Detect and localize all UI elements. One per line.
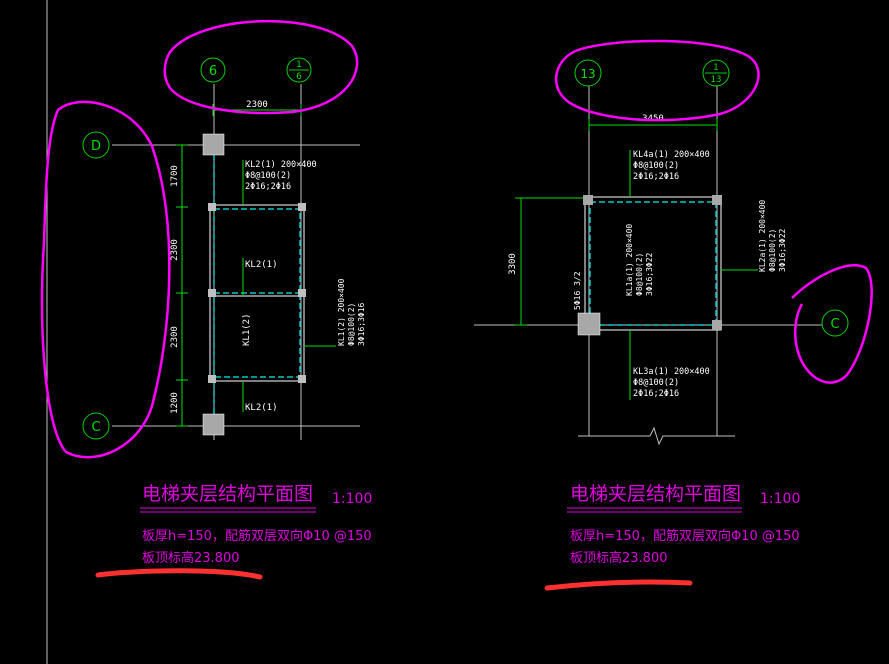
markup-ellipse-right-c [791,264,873,384]
dim-text-3300: 3300 [508,253,518,275]
dim-text-1700: 1700 [170,165,180,187]
beam-text: Φ8@100(2) [347,303,356,346]
axis-label-13: 13 [580,67,595,81]
beam-text: KL2a(1) 200×400 [758,200,767,272]
axis-bubble-c-right: C [821,309,849,337]
axis-label-1-13-den: 13 [711,75,722,85]
dim-chain-left: 1700 2300 2300 1200 [170,144,188,427]
column-c6 [202,413,225,436]
axis-bubble-d: D [82,131,110,159]
right-plan: 13 1 13 C 3450 3300 [474,59,849,566]
markup-underline-right [544,579,693,591]
markup-ellipse-left-top [163,19,359,115]
note-slab-right: 板厚h=150，配筋双层双向Φ10 @150 [570,528,800,544]
beam-text: 2Φ16;2Φ16 [633,172,679,182]
note-elevation-left: 板顶标高23.800 [142,550,240,566]
axis-label-1-13-num: 1 [713,63,718,73]
beam-text: KL3a(1) 200×400 [633,367,710,377]
beam-text: 2Φ16;2Φ16 [245,182,291,192]
scale-right: 1:100 [760,491,800,507]
beam-text: KL2(1) 200×400 [245,160,317,170]
beam-text: 3Φ16;3Φ22 [645,252,654,296]
beam-annotation-left-top: KL2(1) 200×400 Φ8@100(2) 2Φ16;2Φ16 [242,160,317,205]
note-elevation-right: 板顶标高23.800 [570,550,668,566]
beam-text: 3Φ16;3Φ16 [357,302,366,346]
beam-label-mid: KL2(1) [245,260,278,270]
axis-bubble-c-left: C [82,412,110,440]
beam-text: 2Φ16;2Φ16 [633,389,679,399]
markup-underline-left [95,568,263,580]
beam-text: Φ8@100(2) [245,171,291,181]
axis-label-6: 6 [209,64,217,79]
axis-label-1-6-den: 6 [296,72,302,82]
beam-text: Φ8@100(2) [768,229,777,272]
break-line [578,426,735,446]
axis-label-1-6-num: 1 [296,60,302,70]
beam-text: KL1(2) 200×400 [337,278,346,346]
beam-label-bottom: KL2(1) [245,403,278,413]
elevator-shaft-left [202,133,306,436]
beam-annotation-right-center: KL1a(1) 200×400 Φ8@100(2) 3Φ16;3Φ22 [625,224,654,296]
beam-annotation-right-top: KL4a(1) 200×400 Φ8@100(2) 2Φ16;2Φ16 [629,150,710,197]
beam-text: Φ8@100(2) [633,161,679,171]
elevator-shaft-right [577,195,722,336]
axis-label-d: D [91,139,101,154]
dim-text-1200: 1200 [170,392,180,414]
note-slab-left: 板厚h=150，配筋双层双向Φ10 @150 [142,528,372,544]
axis-bubble-1-6: 1 6 [286,57,312,83]
dim-text-2300-b: 2300 [170,326,180,348]
column-d6 [202,133,225,156]
beam-annotation-right-bottom: KL3a(1) 200×400 Φ8@100(2) 2Φ16;2Φ16 [629,330,710,400]
dim-height-right: 3300 [508,197,584,326]
beam-annotation-right-side: KL2a(1) 200×400 Φ8@100(2) 3Φ16;3Φ22 [721,200,787,272]
dim-text-2300-a: 2300 [170,239,180,261]
beam-text: Φ8@100(2) [635,253,644,296]
beam-text: Φ8@100(2) [633,378,679,388]
left-plan: 6 1 6 D C 2300 [82,57,372,566]
axis-bubble-6: 6 [200,57,226,83]
dim-text-2300-top: 2300 [246,100,268,110]
axis-bubble-13: 13 [574,59,602,87]
markups [40,19,873,591]
beam-text: KL4a(1) 200×400 [633,150,710,160]
axis-bubble-1-13: 1 13 [702,59,730,87]
markup-ellipse-right-top [554,39,760,122]
axis-label-c-left: C [91,420,100,435]
drawing-title-right: 电梯夹层结构平面图 [570,483,741,505]
beam-text: KL1a(1) 200×400 [625,224,634,296]
scale-left: 1:100 [332,491,372,507]
markup-ellipse-left-side [40,100,171,459]
beam-label-left: KL1(2) [242,313,252,346]
column-c13 [577,312,601,336]
beam-label-right-left: 5Φ16 3/2 [573,271,582,310]
beam-text: 3Φ16;3Φ22 [778,228,787,272]
beam-annotation-left-right: KL1(2) 200×400 Φ8@100(2) 3Φ16;3Φ16 [304,278,366,347]
drawing-title-left: 电梯夹层结构平面图 [142,483,313,505]
axis-label-c-right: C [830,317,839,332]
